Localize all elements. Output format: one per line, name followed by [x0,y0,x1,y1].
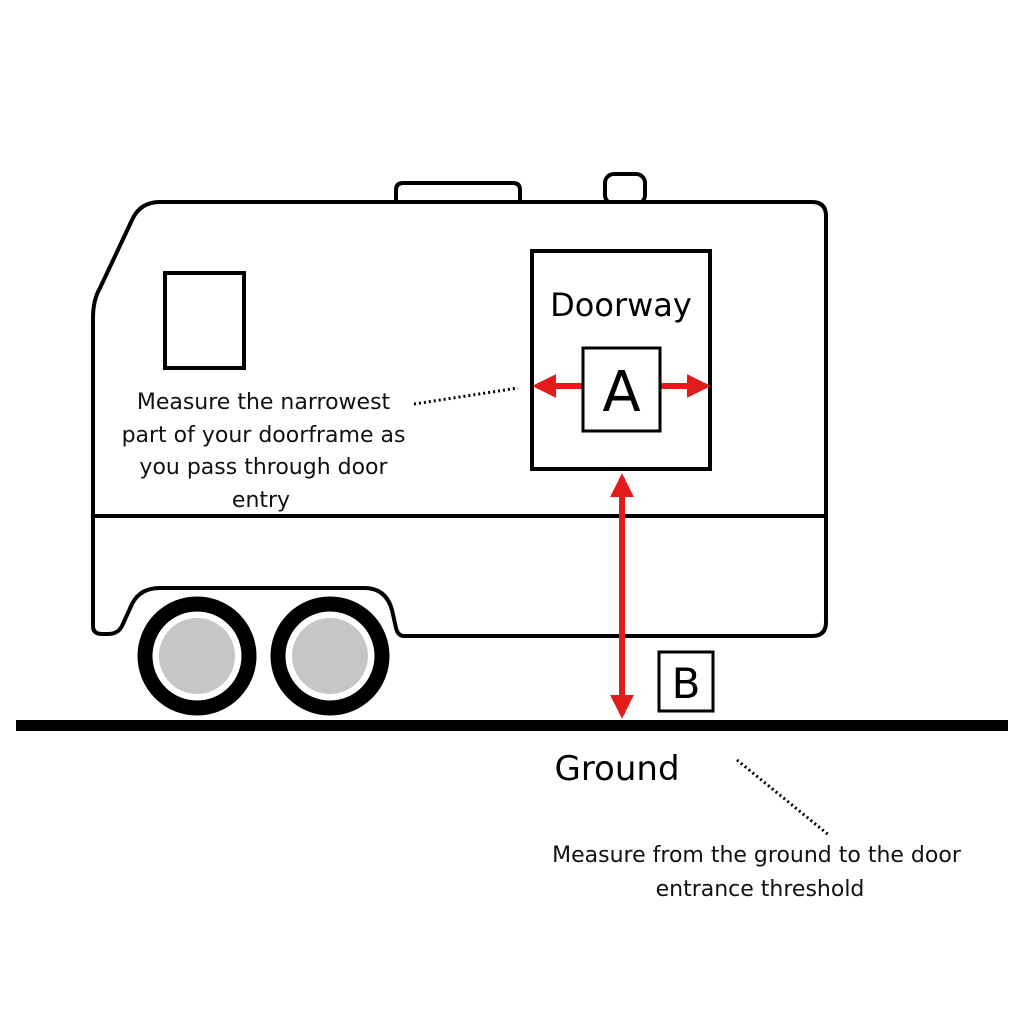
width-note-line-3: you pass through door [139,455,388,480]
roof-vent [394,181,522,203]
width-note: Measure the narrowest part of your doorf… [122,390,413,513]
caravan-body [91,200,828,638]
ground-label: Ground [554,749,679,789]
side-window [163,271,246,370]
marker-b-label: B [672,659,701,708]
doorway-label: Doorway [550,286,692,324]
ground-line [16,720,1008,731]
height-note: Measure from the ground to the door entr… [552,843,968,902]
wheel-hub-rear [292,618,368,694]
height-note-leader [736,758,831,838]
height-note-line-1: Measure from the ground to the door [552,843,962,868]
height-note-line-2: entrance threshold [656,877,865,902]
width-note-line-2: part of your doorframe as [122,423,406,448]
marker-a-label: A [602,360,640,425]
marker-b-box [657,650,715,713]
marker-a-box [581,346,662,433]
wheel-hub-front [159,618,235,694]
roof-chimney [603,172,647,206]
width-note-line-4: entry [232,488,290,513]
width-note-line-1: Measure the narrowest [137,390,391,415]
